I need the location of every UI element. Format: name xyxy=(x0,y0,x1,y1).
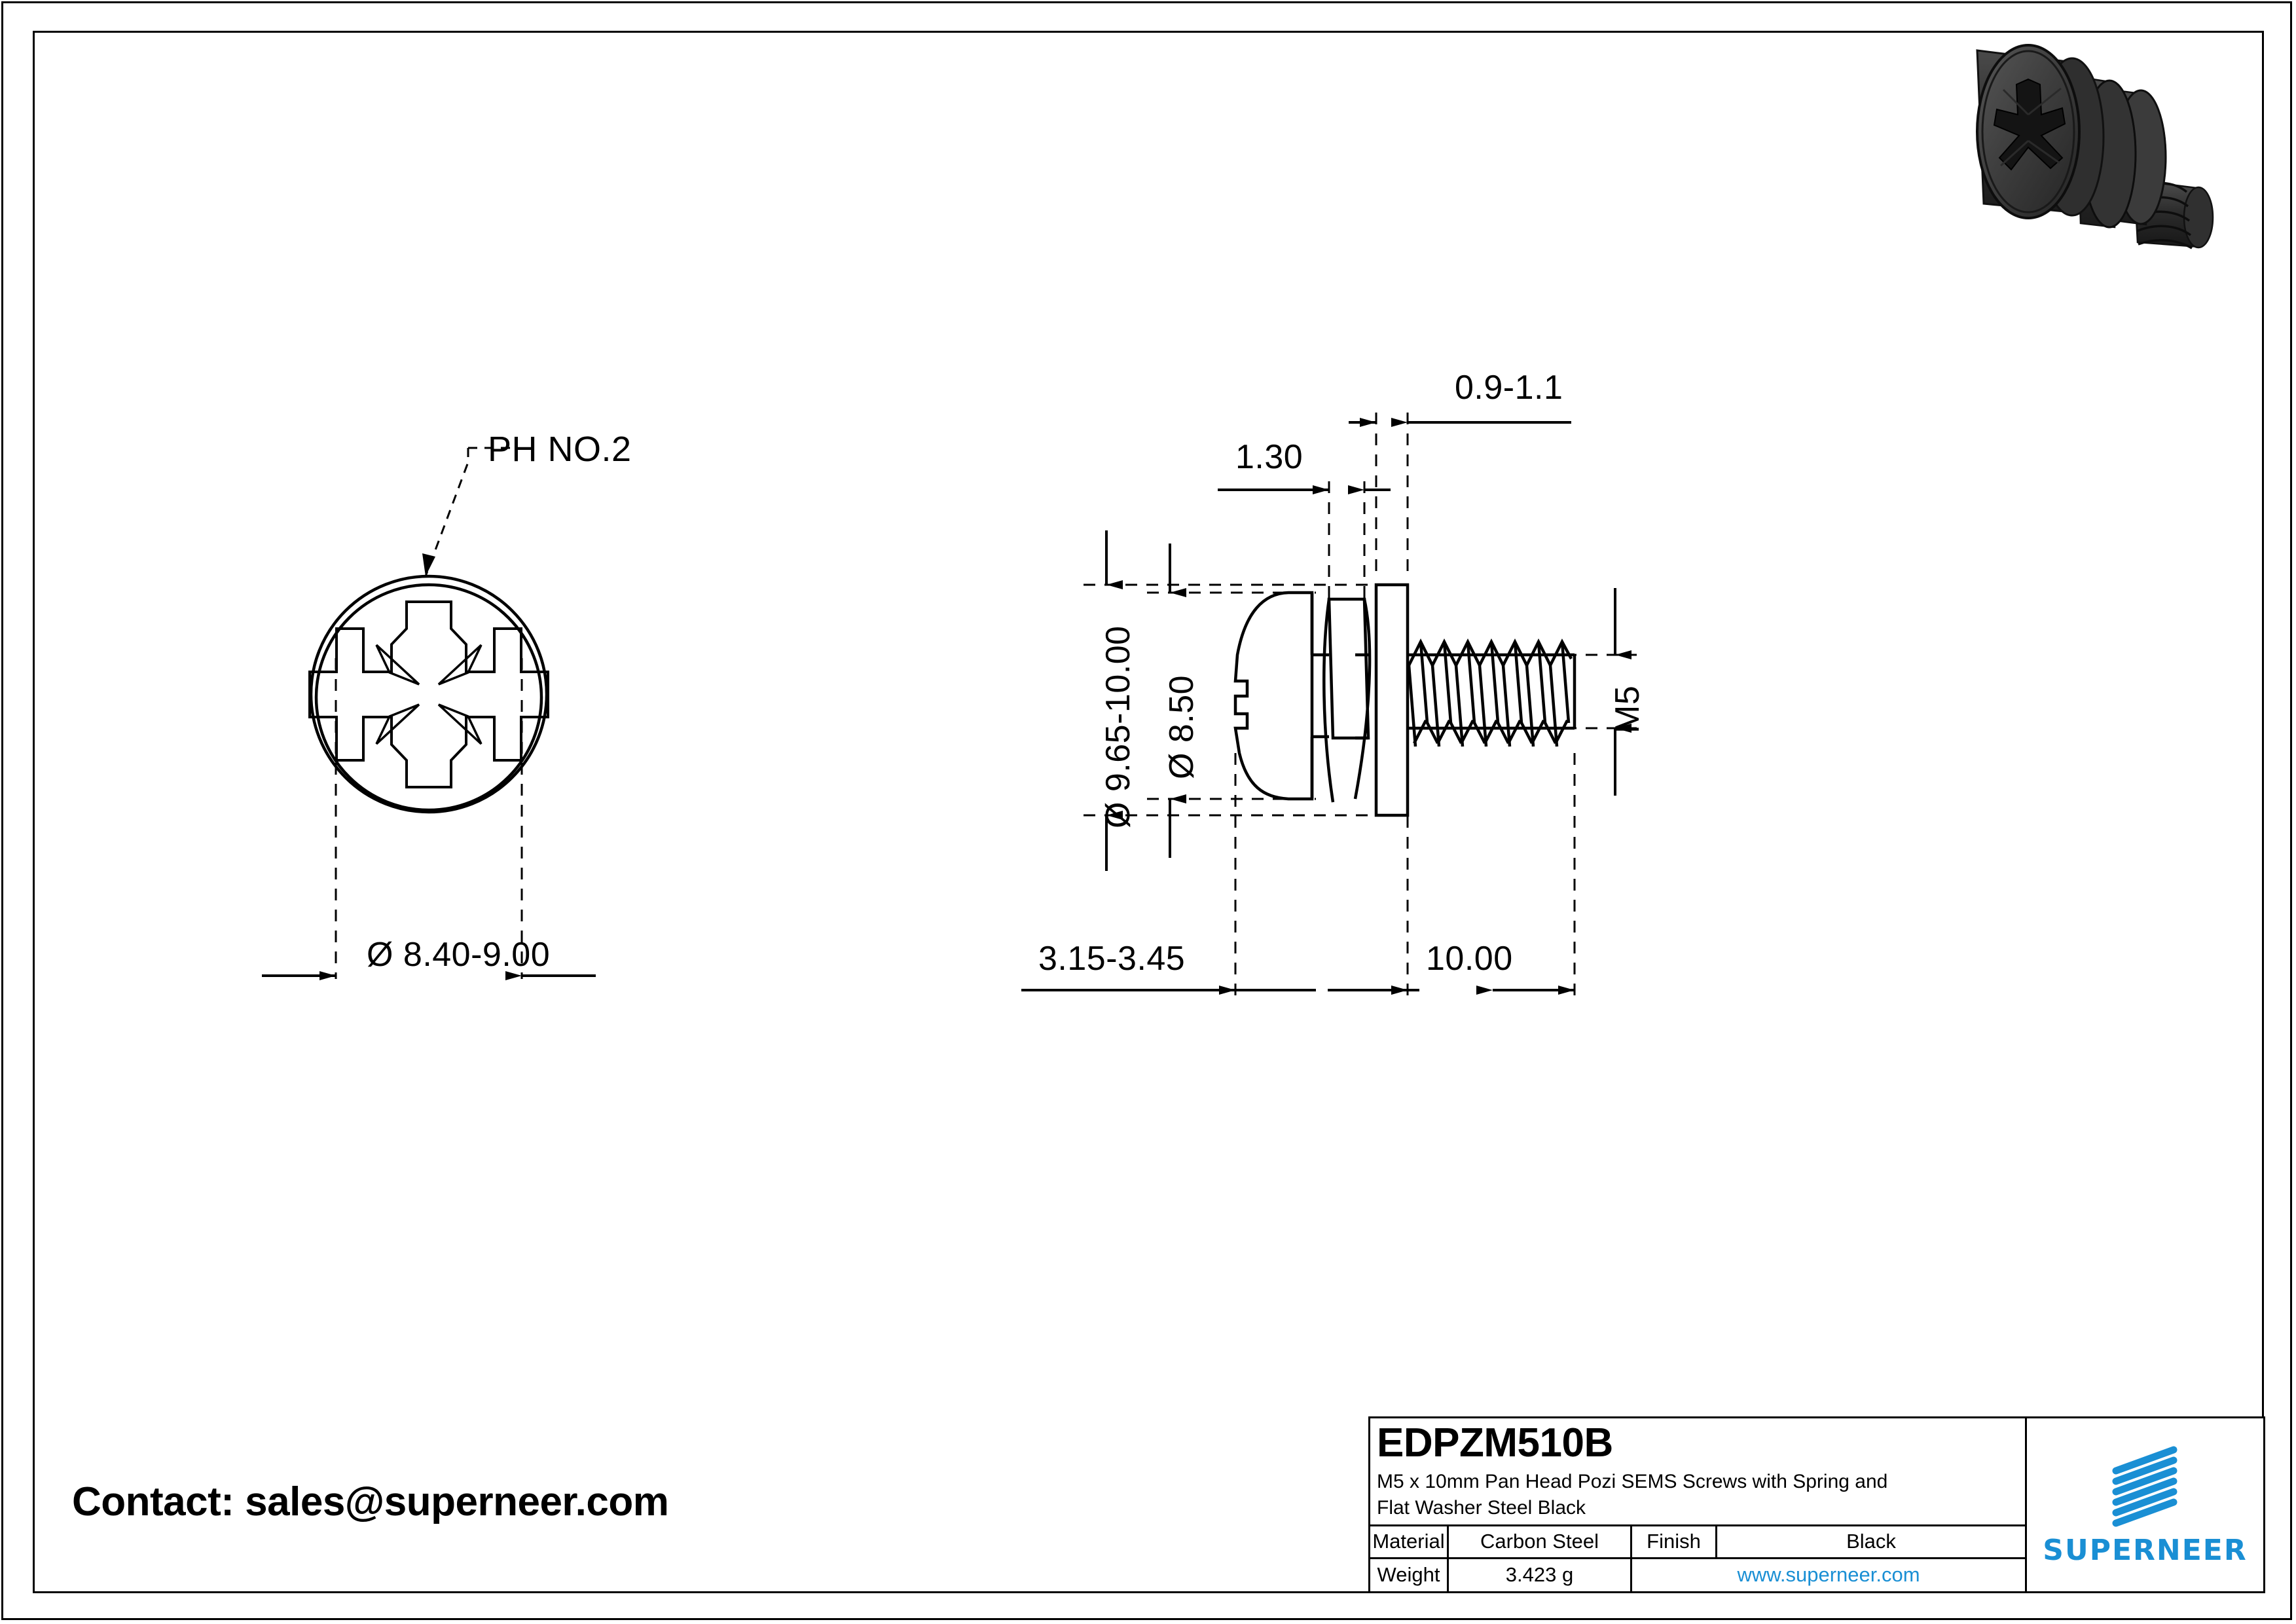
weight-label: Weight xyxy=(1370,1559,1449,1591)
website-link[interactable]: www.superneer.com xyxy=(1737,1563,1920,1587)
material-value: Carbon Steel xyxy=(1449,1526,1632,1557)
superneer-logo-icon xyxy=(2112,1446,2177,1526)
brand-wordmark: SUPERNEER xyxy=(2043,1533,2248,1567)
thread-designation-label: M5 xyxy=(1609,685,1647,733)
thread-length-label: 10.00 xyxy=(1426,940,1513,978)
ph-no2-label: PH NO.2 xyxy=(488,430,632,469)
sheet-inner-frame xyxy=(33,31,2264,1593)
part-description-line-2: Flat Washer Steel Black xyxy=(1377,1497,1586,1519)
title-block-description-area: EDPZM510B M5 x 10mm Pan Head Pozi SEMS S… xyxy=(1370,1418,2025,1527)
part-description-line-1: M5 x 10mm Pan Head Pozi SEMS Screws with… xyxy=(1377,1471,1888,1493)
spring-washer-thickness-label: 1.30 xyxy=(1235,438,1303,476)
weight-website-row: Weight 3.423 g www.superneer.com xyxy=(1370,1559,2025,1591)
side-head-diameter-label: Ø 8.50 xyxy=(1163,674,1201,779)
contact-text: Contact: sales@superneer.com xyxy=(72,1479,669,1524)
finish-label: Finish xyxy=(1632,1526,1717,1557)
flat-washer-thickness-label: 0.9-1.1 xyxy=(1455,369,1563,407)
brand-logo-cell: SUPERNEER xyxy=(2027,1418,2263,1591)
head-diameter-label: Ø 8.40-9.00 xyxy=(367,936,551,974)
part-description: M5 x 10mm Pan Head Pozi SEMS Screws with… xyxy=(1377,1469,2020,1521)
finish-value: Black xyxy=(1846,1530,1896,1553)
washer-outer-diameter-label: Ø 9.65-10.00 xyxy=(1099,625,1137,828)
part-number: EDPZM510B xyxy=(1377,1420,1613,1466)
render-pozidriv-recess xyxy=(1993,78,2066,171)
material-finish-row: Material Carbon Steel Finish Black xyxy=(1370,1526,2025,1559)
head-washer-height-label: 3.15-3.45 xyxy=(1038,940,1186,978)
title-block-left: EDPZM510B M5 x 10mm Pan Head Pozi SEMS S… xyxy=(1370,1418,2027,1591)
material-label: Material xyxy=(1370,1526,1449,1557)
title-block: EDPZM510B M5 x 10mm Pan Head Pozi SEMS S… xyxy=(1368,1416,2265,1593)
isometric-screw-render xyxy=(1976,44,2214,249)
weight-value: 3.423 g xyxy=(1449,1559,1632,1591)
